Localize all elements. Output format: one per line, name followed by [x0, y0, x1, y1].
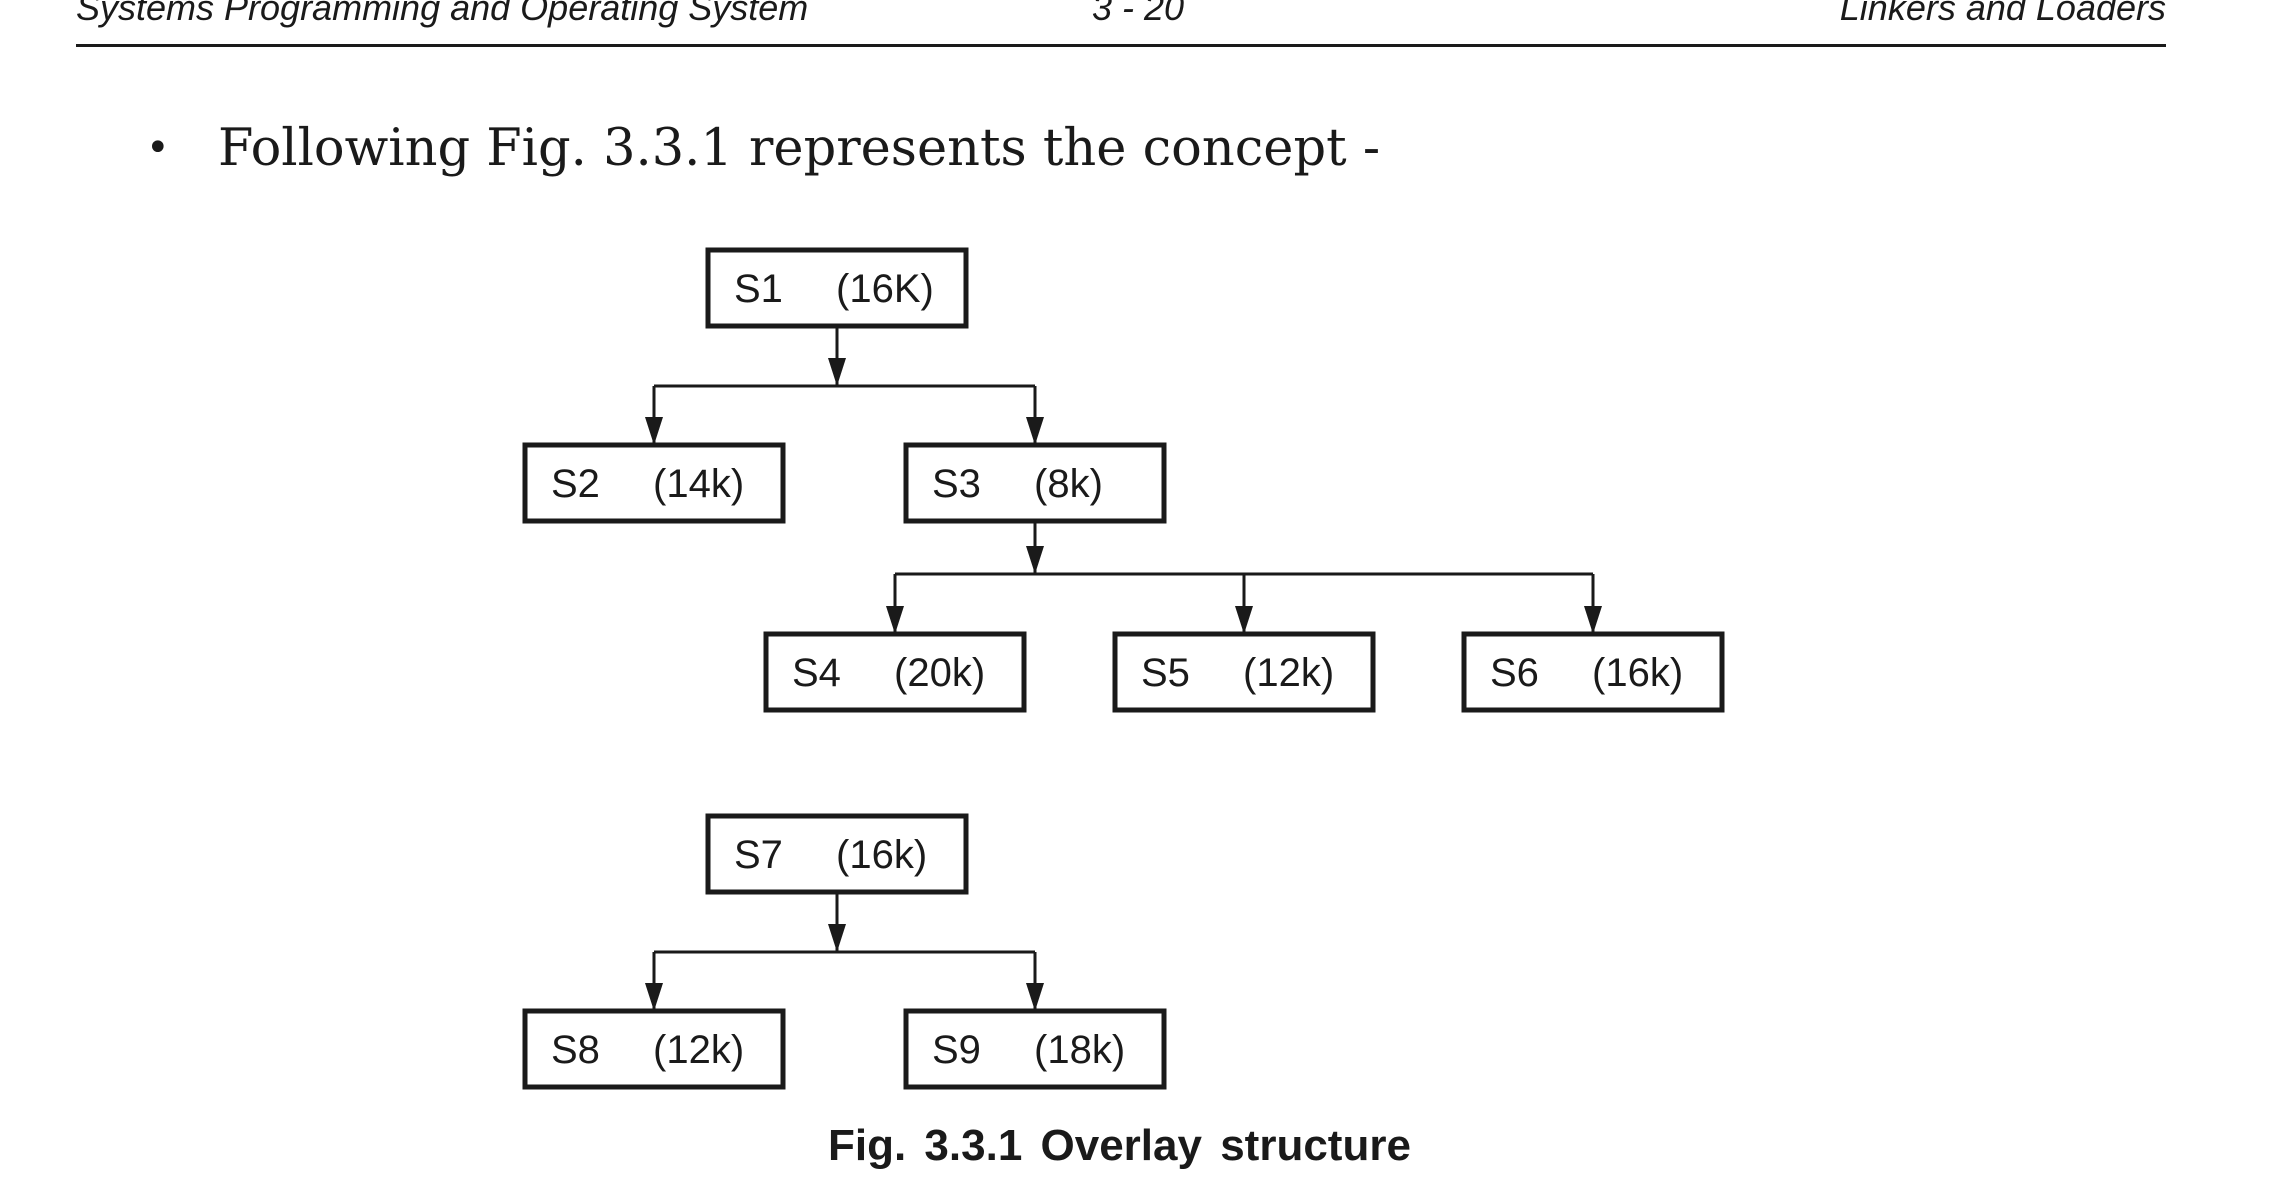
node-box [1112, 631, 1376, 713]
node-s2: S2 (14k) [522, 442, 786, 524]
node-size: (16k) [1592, 651, 1683, 695]
node-box [705, 813, 969, 895]
node-s6: S6 (16k) [1461, 631, 1725, 713]
node-size: (18k) [1034, 1028, 1125, 1072]
node-name: S4 [792, 651, 841, 695]
node-box [1461, 631, 1725, 713]
node-box [705, 247, 969, 329]
figure-caption-text: Fig. 3.3.1 Overlay structure [828, 1121, 1411, 1170]
node-size: (8k) [1034, 462, 1103, 506]
arrowhead [828, 358, 846, 386]
header-page-number: 3 - 20 [1092, 0, 1185, 28]
edge-group-s7 [645, 892, 1044, 1011]
header-book-title: Systems Programming and Operating System [76, 0, 809, 28]
arrowhead [828, 924, 846, 952]
node-name: S3 [932, 462, 981, 506]
node-name: S9 [932, 1028, 981, 1072]
diagram-nodes: S1 (16K) S2 (14k) S3 (8k) S4 (20k) S5 (12k) S6 (16k… [522, 247, 1725, 1090]
node-box [903, 1008, 1167, 1090]
bullet-point: • [146, 125, 170, 171]
header-chapter-title: Linkers and Loaders [1839, 0, 2166, 28]
diagram-edges [645, 326, 1602, 1011]
arrowhead [1584, 606, 1602, 634]
bullet-paragraph: • Following Fig. 3.3.1 represents the con… [146, 112, 1380, 185]
node-name: S6 [1490, 651, 1539, 695]
paragraph-text: Following Fig. 3.3.1 represents the conc… [218, 119, 1381, 178]
node-s8: S8 (12k) [522, 1008, 786, 1090]
running-header: Systems Programming and Operating System… [76, 0, 2166, 47]
arrowhead [645, 983, 663, 1011]
node-size: (16k) [836, 833, 927, 877]
node-size: (14k) [653, 462, 744, 506]
node-box [522, 442, 786, 524]
node-box [903, 442, 1167, 524]
arrowhead [886, 606, 904, 634]
node-name: S1 [734, 267, 783, 311]
node-s5: S5 (12k) [1112, 631, 1376, 713]
node-size: (16K) [836, 267, 934, 311]
node-s9: S9 (18k) [903, 1008, 1167, 1090]
node-name: S5 [1141, 651, 1190, 695]
node-name: S8 [551, 1028, 600, 1072]
node-s7: S7 (16k) [705, 813, 969, 895]
node-s3: S3 (8k) [903, 442, 1167, 524]
node-size: (12k) [653, 1028, 744, 1072]
edge-group-s1 [645, 326, 1044, 445]
node-name: S7 [734, 833, 783, 877]
node-size: (20k) [894, 651, 985, 695]
arrowhead [645, 417, 663, 445]
node-box [763, 631, 1027, 713]
arrowhead [1026, 983, 1044, 1011]
node-s4: S4 (20k) [763, 631, 1027, 713]
node-size: (12k) [1243, 651, 1334, 695]
arrowhead [1235, 606, 1253, 634]
node-box [522, 1008, 786, 1090]
node-name: S2 [551, 462, 600, 506]
edge-group-s3 [886, 521, 1602, 634]
arrowhead [1026, 417, 1044, 445]
arrowhead [1026, 546, 1044, 574]
node-s1: S1 (16K) [705, 247, 969, 329]
